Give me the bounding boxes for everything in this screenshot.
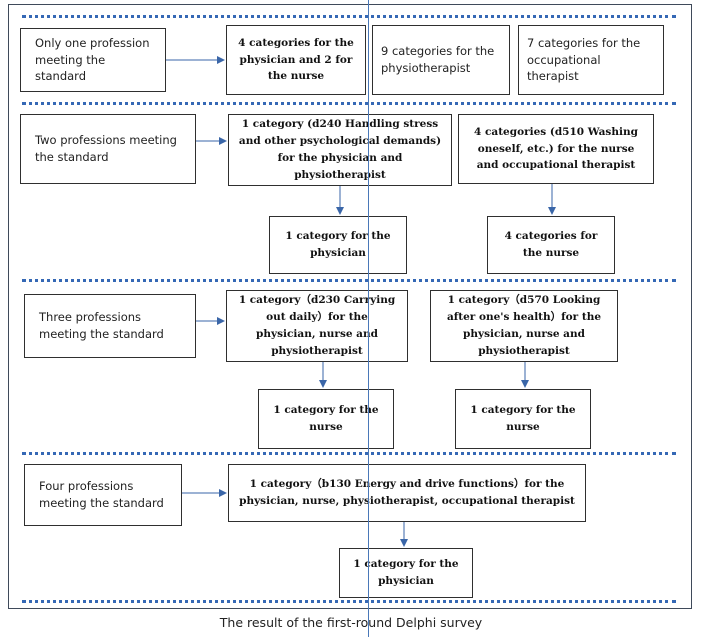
row-label-one-profession: Only one profession meeting the standard <box>20 28 166 92</box>
box-two-d240: 1 category (d240 Handling stress and oth… <box>228 114 452 186</box>
dotted-separator <box>22 15 676 18</box>
row-label-four-professions: Four professions meeting the standard <box>24 464 182 526</box>
box-two-sub-nurse: 4 categories for the nurse <box>487 216 615 274</box>
box-two-sub-physician: 1 category for the physician <box>269 216 407 274</box>
vertical-guide-line <box>368 0 369 637</box>
box-three-d230: 1 category（d230 Carrying out daily）for t… <box>226 290 408 362</box>
dotted-separator <box>22 279 676 282</box>
box-three-d570: 1 category（d570 Looking after one's heal… <box>430 290 618 362</box>
box-four-b130: 1 category（b130 Energy and drive functio… <box>228 464 586 522</box>
box-one-occupational-therapist: 7 categories for the occupational therap… <box>518 25 664 95</box>
row-label-two-professions: Two professions meeting the standard <box>20 114 196 184</box>
dotted-separator <box>22 452 676 455</box>
box-three-sub-nurse-left: 1 category for the nurse <box>258 389 394 449</box>
dotted-separator <box>22 102 676 105</box>
box-one-physiotherapist: 9 categories for the physiotherapist <box>372 25 510 95</box>
diagram-frame <box>8 4 692 609</box>
box-four-sub-physician: 1 category for the physician <box>339 548 473 598</box>
figure-caption: The result of the first-round Delphi sur… <box>219 615 483 630</box>
box-three-sub-nurse-right: 1 category for the nurse <box>455 389 591 449</box>
row-label-three-professions: Three professions meeting the standard <box>24 294 196 358</box>
dotted-separator <box>22 600 676 603</box>
box-two-d510: 4 categories (d510 Washing oneself, etc.… <box>458 114 654 184</box>
box-one-physician-nurse: 4 categories for the physician and 2 for… <box>226 25 366 95</box>
